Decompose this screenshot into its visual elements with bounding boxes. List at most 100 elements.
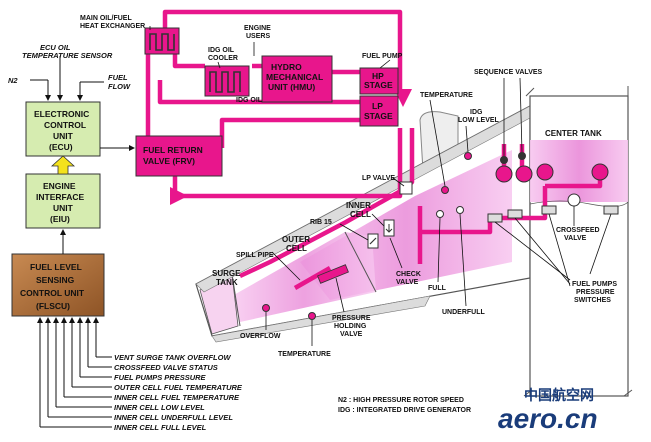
label-pressure-holding-2: HOLDING bbox=[334, 323, 367, 330]
flscu-input-8: INNER CELL FULL LEVEL bbox=[114, 423, 207, 432]
label-idg-low-2: LOW LEVEL bbox=[458, 117, 500, 124]
label-idg-oil: IDG OIL bbox=[236, 97, 263, 104]
label-pressure-holding-1: PRESSURE bbox=[332, 315, 371, 322]
label-full: FULL bbox=[428, 285, 447, 292]
idg-low-level-sensor bbox=[464, 152, 472, 160]
eiu-line-3: UNIT bbox=[53, 203, 74, 213]
idg-oil-cooler bbox=[204, 65, 250, 97]
label-fuel-pumps-1: FUEL PUMPS bbox=[572, 281, 617, 288]
frv-line-1: FUEL RETURN bbox=[143, 145, 203, 155]
label-idg-low-1: IDG bbox=[470, 109, 483, 116]
hmu-line-1: HYDRO bbox=[271, 62, 302, 72]
label-lp-valve: LP VALVE bbox=[362, 175, 395, 182]
main-oil-fuel-heat-exchanger bbox=[144, 27, 180, 55]
flscu-input-4: OUTER CELL FUEL TEMPERATURE bbox=[114, 383, 243, 392]
label-check-valve-1: CHECK bbox=[396, 271, 421, 278]
flscu-line-4: (FLSCU) bbox=[36, 301, 70, 311]
wing-components bbox=[262, 152, 619, 320]
label-idg-oil-cooler-1: IDG OIL bbox=[208, 47, 235, 54]
eiu-to-ecu-arrow bbox=[50, 155, 76, 175]
hp-line-2: STAGE bbox=[364, 80, 393, 90]
ecu-input-arrows bbox=[30, 56, 135, 151]
pressure-holding-valve-symbol bbox=[317, 264, 349, 284]
flscu-input-7: INNER CELL UNDERFULL LEVEL bbox=[114, 413, 233, 422]
pressure-switch-3 bbox=[541, 205, 557, 215]
label-surge-tank-1: SURGE bbox=[212, 269, 241, 278]
ecu-line-1: ELECTRONIC bbox=[34, 109, 89, 119]
label-surge-tank-2: TANK bbox=[216, 278, 238, 287]
label-check-valve-2: VALVE bbox=[396, 279, 419, 286]
label-engine-users-2: USERS bbox=[246, 33, 270, 40]
flscu-input-lines bbox=[37, 317, 112, 428]
temperature-sensor-top bbox=[441, 186, 449, 194]
lp-line-1: LP bbox=[372, 101, 383, 111]
label-main-oil-fuel-2: HEAT EXCHANGER bbox=[80, 23, 145, 30]
flscu-input-3: FUEL PUMPS PRESSURE bbox=[114, 373, 207, 382]
pressure-switch-4 bbox=[603, 205, 619, 215]
label-ecu-oil-2: TEMPERATURE SENSOR bbox=[22, 51, 113, 60]
full-sensor bbox=[436, 210, 444, 218]
hp-line-1: HP bbox=[372, 71, 384, 81]
flscu-input-5: INNER CELL FUEL TEMPERATURE bbox=[114, 393, 240, 402]
label-center-tank: CENTER TANK bbox=[545, 129, 602, 138]
flscu-input-1: VENT SURGE TANK OVERFLOW bbox=[114, 353, 231, 362]
label-fuel-pumps-3: SWITCHES bbox=[574, 297, 611, 304]
flscu-line-1: FUEL LEVEL bbox=[30, 262, 82, 272]
hmu-box bbox=[261, 55, 333, 103]
label-crossfeed-valve-2: VALVE bbox=[564, 235, 587, 242]
eiu-line-1: ENGINE bbox=[43, 181, 76, 191]
flscu-input-2: CROSSFEED VALVE STATUS bbox=[114, 363, 218, 372]
label-fuel-flow-2: FLOW bbox=[108, 82, 131, 91]
center-pump-2 bbox=[591, 163, 609, 181]
eiu-box bbox=[25, 173, 101, 229]
label-temperature-bottom: TEMPERATURE bbox=[278, 351, 331, 358]
lp-line-2: STAGE bbox=[364, 111, 393, 121]
label-fuel-flow-1: FUEL bbox=[108, 73, 128, 82]
lp-valve bbox=[399, 181, 413, 195]
overflow-sensor bbox=[262, 304, 270, 312]
center-pump-1 bbox=[536, 163, 554, 181]
label-outer-cell-1: OUTER bbox=[282, 235, 310, 244]
flscu-line-2: SENSING bbox=[36, 275, 75, 285]
flscu-input-6: INNER CELL LOW LEVEL bbox=[114, 403, 205, 412]
temperature-sensor-bottom bbox=[308, 312, 316, 320]
label-inner-cell-2: CELL bbox=[350, 210, 371, 219]
sequence-valve-2 bbox=[518, 152, 526, 160]
label-main-oil-fuel-1: MAIN OIL/FUEL bbox=[80, 15, 132, 22]
label-spill-pipe: SPILL PIPE bbox=[236, 252, 274, 259]
label-engine-users-1: ENGINE bbox=[244, 25, 271, 32]
hmu-line-3: UNIT (HMU) bbox=[268, 82, 315, 92]
flscu-box bbox=[11, 253, 105, 317]
label-sequence-valves: SEQUENCE VALVES bbox=[474, 69, 543, 76]
label-ecu-oil-1: ECU OIL bbox=[40, 43, 71, 52]
label-n2: N2 bbox=[8, 76, 18, 85]
label-fuel-pump: FUEL PUMP bbox=[362, 53, 403, 60]
ecu-box bbox=[25, 101, 101, 157]
wing-structure bbox=[195, 105, 531, 343]
watermark-cn: 中国航空网 bbox=[524, 387, 594, 403]
label-temperature-top: TEMPERATURE bbox=[420, 92, 473, 99]
ecu-line-4: (ECU) bbox=[49, 142, 73, 152]
label-fuel-pumps-2: PRESSURE bbox=[576, 289, 615, 296]
frv-line-2: VALVE (FRV) bbox=[143, 156, 195, 166]
ecu-line-2: CONTROL bbox=[44, 120, 86, 130]
eiu-line-2: INTERFACE bbox=[36, 192, 85, 202]
flscu-line-3: CONTROL UNIT bbox=[20, 288, 85, 298]
pressure-switch-1 bbox=[487, 213, 503, 223]
label-rib15: RIB 15 bbox=[310, 219, 332, 226]
wing-pump-1 bbox=[495, 165, 513, 183]
diagram-labels: MAIN OIL/FUEL HEAT EXCHANGER ECU OIL TEM… bbox=[8, 15, 617, 434]
outer-cell-fuel bbox=[232, 232, 376, 322]
label-outer-cell-2: CELL bbox=[286, 244, 307, 253]
legend-idg: IDG : INTEGRATED DRIVE GENERATOR bbox=[338, 407, 471, 414]
label-underfull: UNDERFULL bbox=[442, 309, 485, 316]
label-idg-oil-cooler-2: COOLER bbox=[208, 55, 238, 62]
label-overflow: OVERFLOW bbox=[240, 333, 281, 340]
legend-n2: N2 : HIGH PRESSURE ROTOR SPEED bbox=[338, 397, 464, 404]
pressure-switch-2 bbox=[507, 209, 523, 219]
label-pressure-holding-3: VALVE bbox=[340, 331, 363, 338]
lp-stage-box bbox=[359, 95, 399, 127]
sequence-valve-1 bbox=[500, 156, 508, 164]
underfull-sensor bbox=[456, 206, 464, 214]
